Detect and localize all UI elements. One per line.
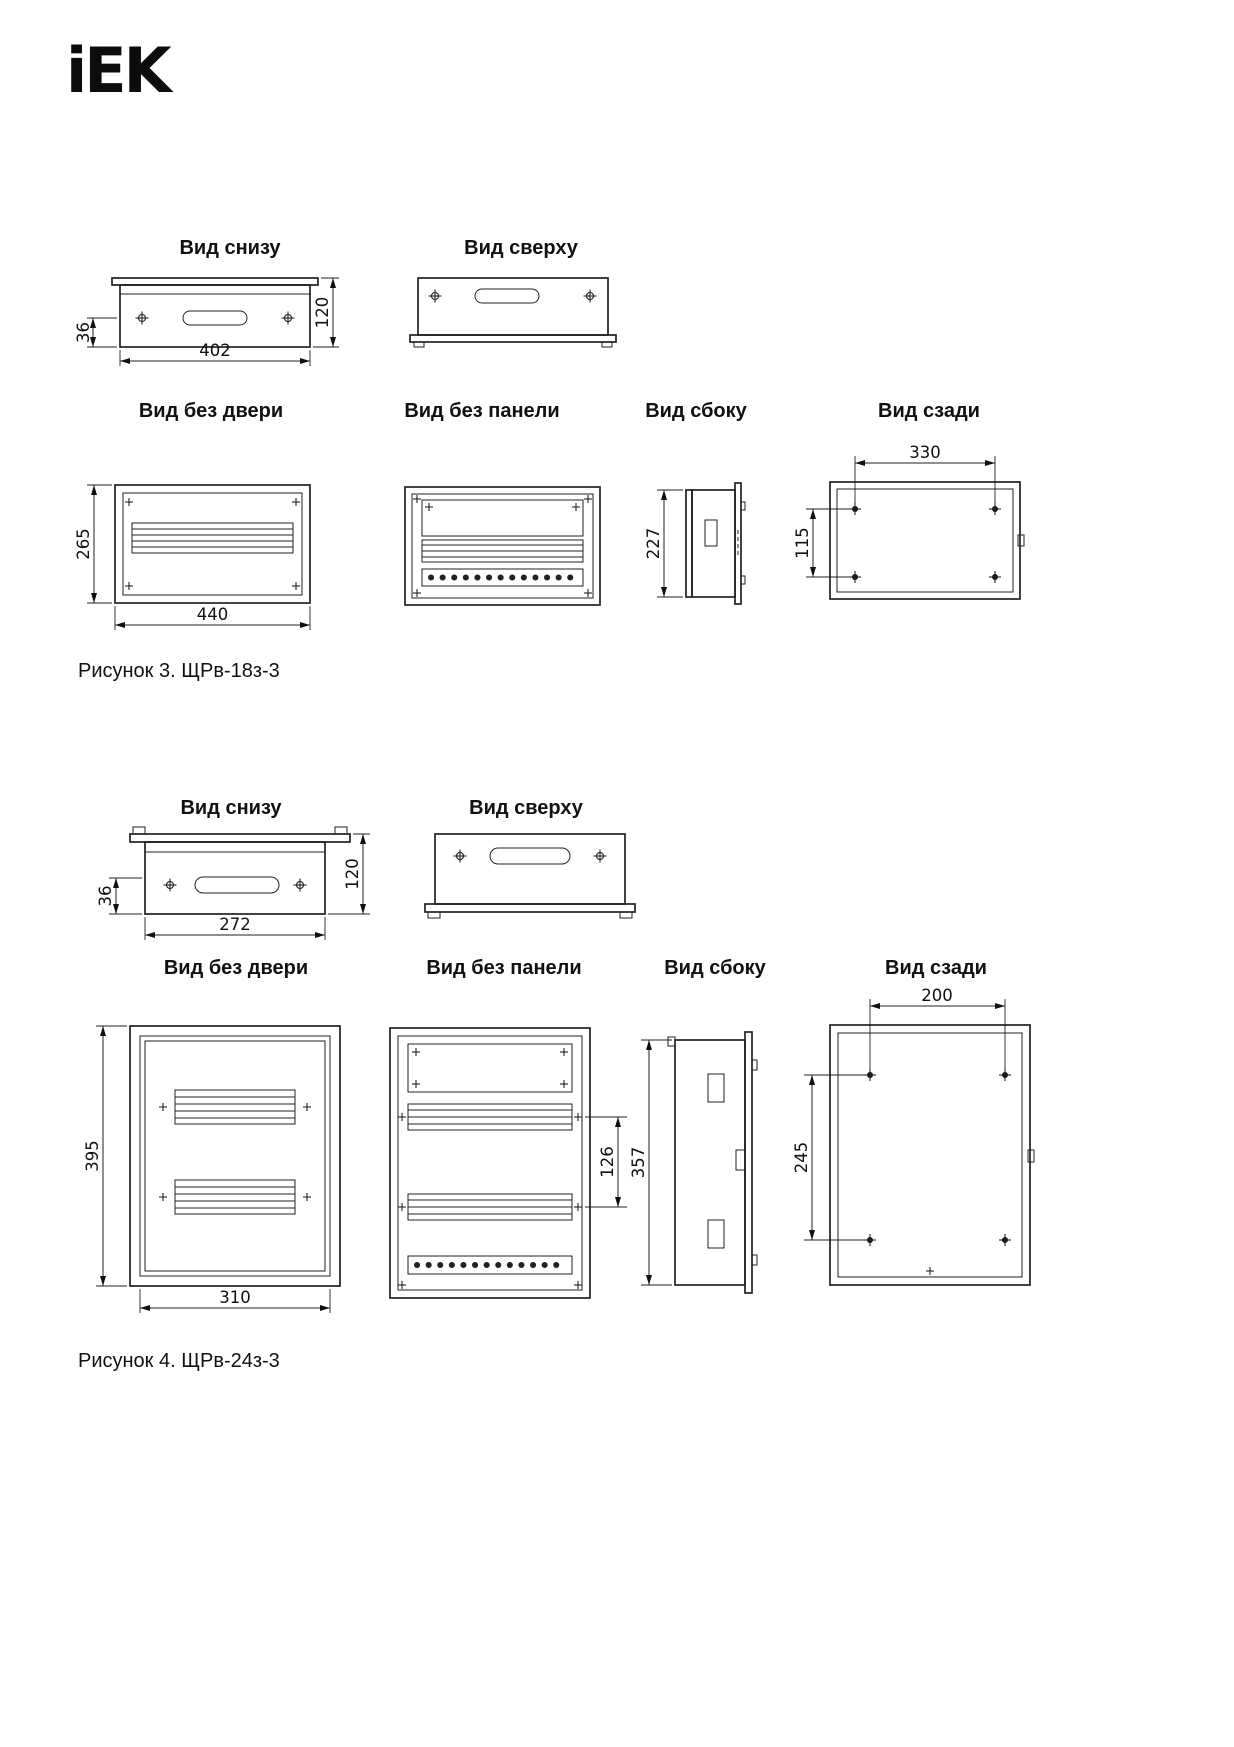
dim-115: 115 [793,527,812,559]
fig4-front-view-drawing: 395 310 [83,1025,341,1313]
fig3-front-view-drawing: 265 440 [74,484,311,630]
hinge-block [707,1073,725,1103]
dim-245: 245 [792,1142,811,1174]
fig3-top-view-drawing [409,277,617,348]
enclosure-frame [389,1027,591,1299]
fig4-caption: Рисунок 4. ЩРв-24з-3 [78,1350,280,1372]
dim-36: 36 [96,886,115,907]
dim-395: 395 [83,1140,102,1172]
mounting-hole-icon [849,503,1001,583]
fig3-panel-view-drawing [404,486,601,606]
screw-icon [428,289,597,303]
cable-slot [194,876,280,894]
din-module-row [174,1089,296,1125]
fig3-top-view-label: Вид сверху [464,237,578,259]
enclosure-body [417,277,609,336]
fig3-caption: Рисунок 3. ЩРв-18з-3 [78,660,280,682]
screw-icon [159,1103,311,1201]
fig3-bottom-view-label: Вид снизу [179,237,281,259]
fig3-panel-view-label: Вид без панели [404,400,560,422]
door-edge [685,489,693,598]
flange [409,334,617,343]
fig3-bottom-view-drawing: 402 36 120 [74,277,339,366]
dim-120: 120 [343,858,362,890]
dim-440: 440 [197,605,229,624]
dim-120: 120 [313,297,332,329]
fig3-rear-view-label: Вид сзади [878,400,980,422]
enclosure-frame [114,484,311,604]
fig4-top-view-label: Вид сверху [469,797,583,819]
cable-slot [489,847,571,865]
perforation-strip [421,568,584,587]
fig4-rear-view-drawing: 200 245 [792,986,1035,1286]
screw-icon [453,849,607,863]
latch [1027,1149,1035,1163]
fig3-front-view-label: Вид без двери [138,400,284,422]
dim-200: 200 [921,986,953,1005]
screw-icon [413,495,592,597]
screw-icon [125,498,300,590]
enclosure-body [144,841,326,915]
flange [111,277,319,286]
dim-36: 36 [74,322,93,343]
rear-flange [744,1031,753,1294]
fig3-side-view-label: Вид сбоку [645,400,747,422]
latch-block [704,519,718,547]
dim-265: 265 [74,528,93,560]
enclosure-body [691,489,736,598]
dim-272: 272 [219,915,251,934]
dim-330: 330 [909,443,941,462]
cable-slot [182,310,248,326]
din-module-row [174,1179,296,1215]
fig4-rear-view-label: Вид сзади [885,957,987,979]
enclosure-back [829,1024,1031,1286]
hinge-block [707,1219,725,1249]
fig3-rear-view-drawing: 330 115 [793,443,1025,600]
mounting-plate [421,499,584,537]
enclosure-frame [404,486,601,606]
latch-block [735,1149,746,1171]
latch [1017,534,1025,547]
screw-icon [135,311,295,325]
screw-icon [163,878,307,892]
dim-402: 402 [199,341,231,360]
screw-icon [398,1048,582,1289]
cable-slot [474,288,540,304]
enclosure-frame [129,1025,341,1287]
enclosure-body [434,833,626,905]
iek-logo: iEK [66,34,172,107]
fig4-front-view-label: Вид без двери [163,957,309,979]
dim-126: 126 [598,1146,617,1178]
fig4-bottom-view-label: Вид снизу [180,797,282,819]
dim-227: 227 [644,528,663,560]
fig4-panel-view-label: Вид без панели [426,957,582,979]
fig4-bottom-view-drawing: 36 272 120 [96,826,370,940]
fig4-panel-view-drawing: 126 [389,1027,627,1299]
flange [424,903,636,913]
enclosure-back [829,481,1021,600]
fig4-side-view-drawing: 357 [629,1031,758,1294]
mounting-plate [407,1043,573,1093]
dim-357: 357 [629,1147,648,1179]
perforation-strip [407,1255,573,1275]
din-module-row [131,522,294,554]
rear-flange [734,482,742,605]
flange [129,833,351,843]
fig4-side-view-label: Вид сбоку [664,957,766,979]
dim-310: 310 [219,1288,251,1307]
fig3-side-view-drawing: 227 [644,482,746,605]
enclosure-body [119,284,311,348]
mounting-hole-icon [864,1069,1011,1275]
fig4-top-view-drawing [424,833,636,919]
